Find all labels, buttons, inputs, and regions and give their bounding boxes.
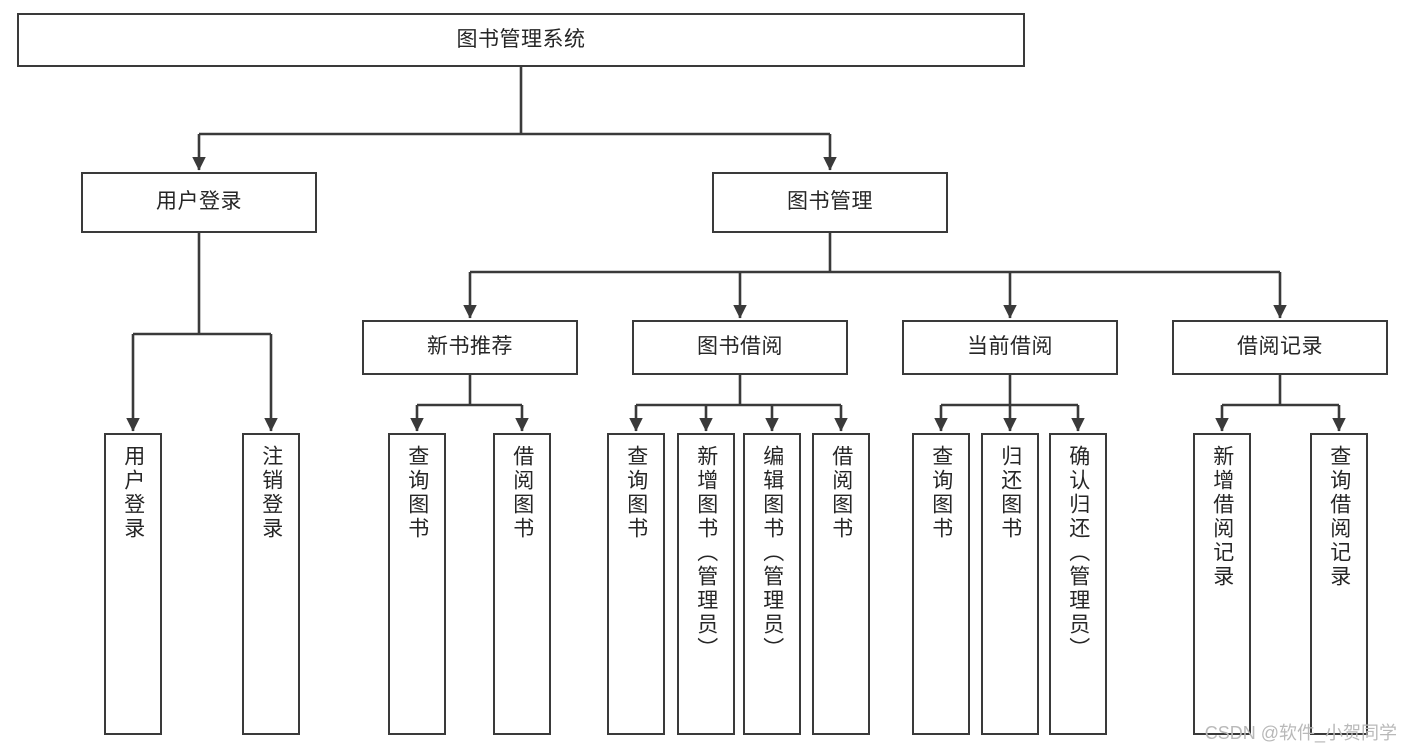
node-leaf-logout[interactable]: 注销登录 xyxy=(242,433,300,735)
node-leaf-user-login[interactable]: 用户登录 xyxy=(104,433,162,735)
node-leaf-query-book-1[interactable]: 查询图书 xyxy=(388,433,446,735)
node-leaf-borrow-book-2-label: 借阅图书 xyxy=(829,445,853,541)
node-user-login-label: 用户登录 xyxy=(156,190,242,214)
node-leaf-edit-book[interactable]: 编辑图书（管理员） xyxy=(743,433,801,735)
node-leaf-borrow-book-1-label: 借阅图书 xyxy=(510,445,534,541)
node-leaf-borrow-book-1[interactable]: 借阅图书 xyxy=(493,433,551,735)
node-book-management-label: 图书管理 xyxy=(787,190,873,214)
node-leaf-logout-label: 注销登录 xyxy=(259,445,283,541)
node-leaf-edit-book-label: 编辑图书（管理员） xyxy=(760,445,784,661)
node-leaf-return-book[interactable]: 归还图书 xyxy=(981,433,1039,735)
node-current-borrow[interactable]: 当前借阅 xyxy=(902,320,1118,375)
node-leaf-query-book-3-label: 查询图书 xyxy=(929,445,953,541)
node-new-book-recommend-label: 新书推荐 xyxy=(427,335,513,359)
node-leaf-add-record-label: 新增借阅记录 xyxy=(1210,445,1234,589)
node-leaf-confirm-return-label: 确认归还（管理员） xyxy=(1066,445,1090,661)
node-borrow-record[interactable]: 借阅记录 xyxy=(1172,320,1388,375)
node-book-borrow[interactable]: 图书借阅 xyxy=(632,320,848,375)
node-leaf-query-book-3[interactable]: 查询图书 xyxy=(912,433,970,735)
node-leaf-confirm-return[interactable]: 确认归还（管理员） xyxy=(1049,433,1107,735)
node-leaf-add-book[interactable]: 新增图书（管理员） xyxy=(677,433,735,735)
node-user-login[interactable]: 用户登录 xyxy=(81,172,317,233)
node-book-management[interactable]: 图书管理 xyxy=(712,172,948,233)
node-leaf-return-book-label: 归还图书 xyxy=(998,445,1022,541)
node-leaf-query-book-2-label: 查询图书 xyxy=(624,445,648,541)
node-root[interactable]: 图书管理系统 xyxy=(17,13,1025,67)
node-root-label: 图书管理系统 xyxy=(456,27,586,51)
node-leaf-add-book-label: 新增图书（管理员） xyxy=(694,445,718,661)
node-current-borrow-label: 当前借阅 xyxy=(967,335,1053,359)
node-leaf-query-record[interactable]: 查询借阅记录 xyxy=(1310,433,1368,735)
node-leaf-query-book-2[interactable]: 查询图书 xyxy=(607,433,665,735)
watermark: CSDN @软件_小贺同学 xyxy=(1204,723,1397,743)
node-new-book-recommend[interactable]: 新书推荐 xyxy=(362,320,578,375)
node-borrow-record-label: 借阅记录 xyxy=(1237,335,1323,359)
node-book-borrow-label: 图书借阅 xyxy=(697,335,783,359)
node-leaf-query-book-1-label: 查询图书 xyxy=(405,445,429,541)
node-leaf-user-login-label: 用户登录 xyxy=(121,445,145,541)
node-leaf-borrow-book-2[interactable]: 借阅图书 xyxy=(812,433,870,735)
node-leaf-query-record-label: 查询借阅记录 xyxy=(1327,445,1351,589)
node-leaf-add-record[interactable]: 新增借阅记录 xyxy=(1193,433,1251,735)
